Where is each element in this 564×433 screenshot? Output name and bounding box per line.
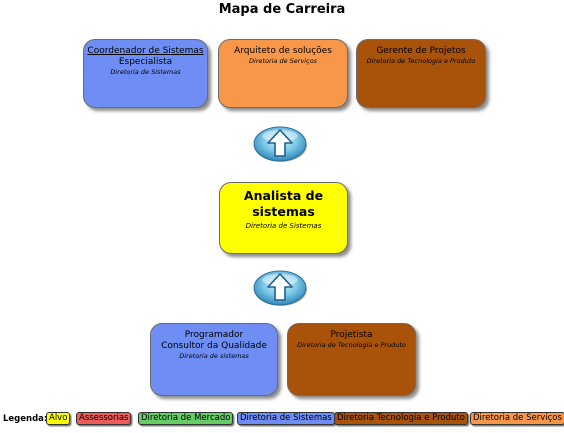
career-box-gerente: Gerente de Projetos Diretoria de Tecnolo… [356, 39, 486, 108]
box-title-line1: Coordenador de Sistemas [87, 46, 204, 56]
box-subtitle: Diretoria de sistemas [179, 351, 249, 360]
box-subtitle: Diretoria de Serviços [248, 56, 318, 65]
up-arrow-icon [253, 124, 309, 164]
legend-label: Legenda: [3, 414, 48, 424]
career-box-projetista: Projetista Diretoria de Tecnologia e Pro… [287, 323, 416, 396]
career-box-arquiteto: Arquiteto de soluções Diretoria de Servi… [218, 39, 348, 108]
box-title-line1: Analista de [243, 188, 324, 203]
career-box-analista-target: Analista de sistemas Diretoria de Sistem… [219, 182, 348, 254]
box-title-line1: Arquiteto de soluções [234, 46, 332, 56]
box-subtitle: Diretoria de Sistemas [110, 67, 181, 76]
box-subtitle: Diretoria de Tecnologia e Produto [366, 56, 476, 65]
legend-item-assessorias: Assessorias [76, 412, 132, 425]
legend-item-diretoria-mercado: Diretoria de Mercado [138, 412, 234, 425]
career-box-programador: Programador Consultor da Qualidade Diret… [150, 323, 278, 396]
box-title-line1: Projetista [330, 330, 373, 340]
box-title-line2: sistemas [252, 203, 315, 219]
box-subtitle: Diretoria de Tecnologia e Produto [297, 340, 406, 349]
up-arrow-icon [253, 268, 309, 308]
career-box-coordenador: Coordenador de Sistemas Especialista Dir… [83, 39, 208, 108]
legend-item-diretoria-tecnologia-produto: Diretoria Tecnologia e Produto [334, 412, 468, 425]
box-title-line1: Gerente de Projetos [376, 46, 466, 56]
box-title-line1: Programador [184, 330, 244, 340]
legend-item-diretoria-sistemas: Diretoria de Sistemas [237, 412, 335, 425]
box-title-line2: Especialista [118, 56, 173, 67]
box-title-line2: Consultor da Qualidade [161, 340, 267, 351]
legend-item-alvo: Alvo [46, 412, 71, 425]
legend-item-diretoria-servicos: Diretoria de Serviços [470, 412, 564, 425]
box-subtitle: Diretoria de Sistemas [245, 222, 322, 231]
page-title: Mapa de Carreira [218, 2, 346, 17]
